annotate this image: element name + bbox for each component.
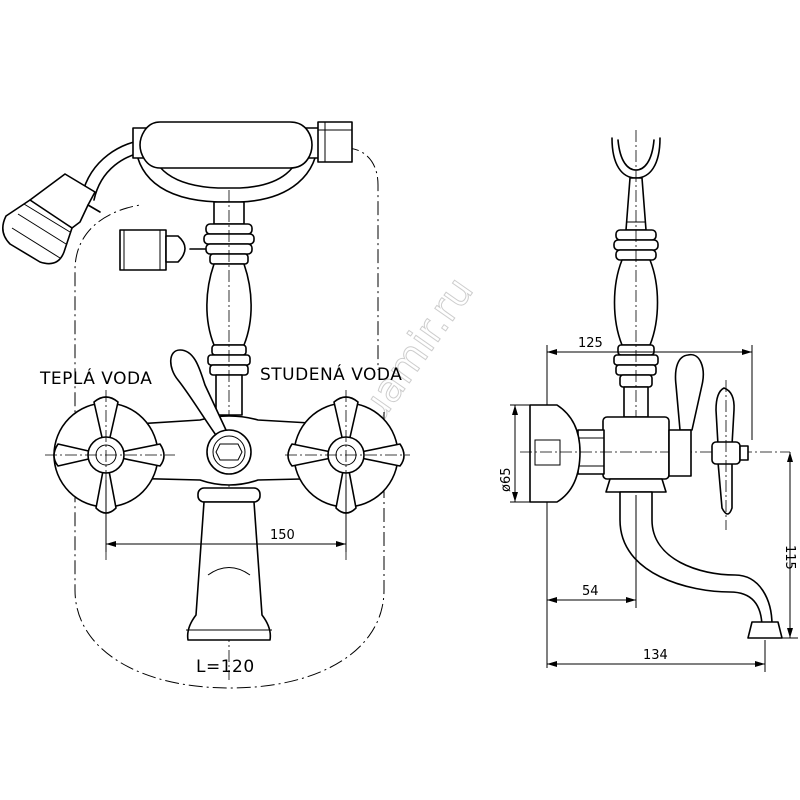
dimension-150: 150 <box>105 480 347 552</box>
side-spout <box>619 491 783 639</box>
label-warm-water: TEPLÁ VODA <box>39 367 152 389</box>
cold-handle <box>285 390 410 560</box>
dim-label-134: 134 <box>643 648 668 663</box>
center-hub <box>206 429 252 475</box>
diverter-lever <box>169 349 227 439</box>
label-cold-water: STUDENÁ VODA <box>260 363 402 385</box>
dim-label-dia65: ø65 <box>499 468 514 493</box>
dimension-54: 54 <box>547 495 637 608</box>
side-column <box>613 130 659 440</box>
dimension-125: 125 <box>547 336 753 440</box>
side-view: 125 ø65 54 134 <box>499 130 798 672</box>
side-body <box>520 404 790 503</box>
front-spout <box>186 487 272 641</box>
hose-connector <box>119 229 206 271</box>
side-handle <box>711 380 749 530</box>
center-column <box>203 190 255 680</box>
dim-label-54: 54 <box>582 584 599 599</box>
front-view: 150 TEPLÁ VODA STUDENÁ VODA L=120 <box>2 121 410 689</box>
dimension-115: 115 <box>770 452 798 639</box>
dimension-134: 134 <box>547 640 766 672</box>
label-length: L=120 <box>196 657 255 677</box>
shower-head <box>2 173 101 265</box>
dim-label-150: 150 <box>270 528 295 543</box>
dim-label-115: 115 <box>782 545 797 570</box>
dim-label-125: 125 <box>578 336 603 351</box>
handset-cradle <box>132 121 353 203</box>
dimension-dia65: ø65 <box>499 404 530 503</box>
side-lever <box>668 353 704 477</box>
